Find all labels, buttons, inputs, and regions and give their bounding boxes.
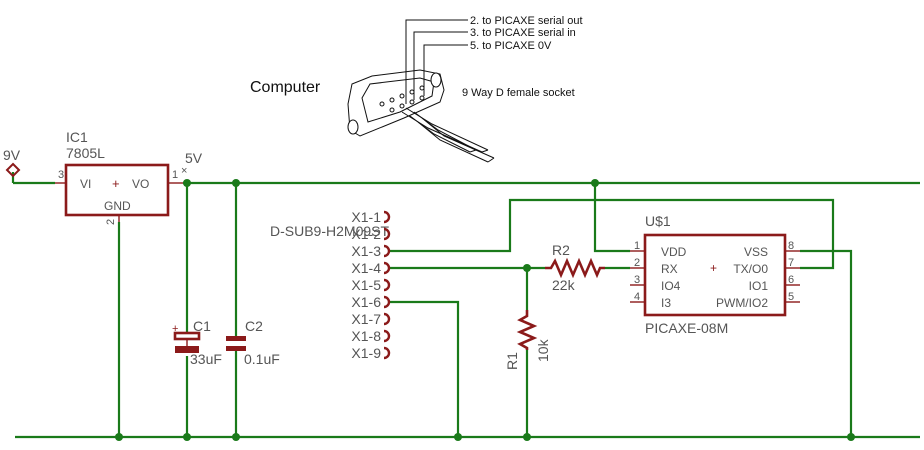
u1-right-pin-name: VSS [744,245,768,259]
supply-5v-label: 5V [185,150,203,166]
dsub-pin-contact [383,227,391,241]
dsub-pin-label: X1-3 [351,243,381,259]
c1-ref: C1 [193,318,211,334]
dsub-pin-contact [383,278,391,292]
ic1-pin-vi: VI [80,177,91,191]
dsub-pin-contact [383,261,391,275]
u1-left-pin-name: RX [661,262,678,276]
computer-label: Computer [250,79,321,96]
u1-right-pin-name: PWM/IO2 [716,296,768,310]
u1-left-pin-number: 1 [634,240,640,252]
ic1-ref: IC1 [66,129,88,145]
r2-value: 22k [552,277,576,293]
callout-serial-in: 3. to PICAXE serial in [470,27,576,39]
c1-plus: + [172,323,178,335]
r1-value: 10k [535,338,551,362]
dsub-pin-contact [383,346,391,360]
dsub-part-label: D-SUB9-H2M09ST [270,223,389,239]
dsub-pin-label: X1-6 [351,294,381,310]
dsub-pin-label: X1-5 [351,277,381,293]
socket-label: 9 Way D female socket [462,87,575,99]
u1-right-pin-number: 8 [788,240,794,252]
u1-left-pin-name: I3 [661,296,671,310]
u1-left-pin-number: 3 [634,274,640,286]
ic1-pin-vo: VO [132,177,149,191]
supply-terminal: 9V 5V × [3,147,203,178]
terminal-symbol [5,162,21,178]
dsub-pin-label: X1-8 [351,328,381,344]
u1-right-pin-name: IO1 [749,279,769,293]
dsub-connector: D-SUB9-H2M09ST X1-1X1-2X1-3X1-4X1-5X1-6X… [270,209,391,361]
junction-dots [115,179,855,441]
dsub-pin-contact [383,295,391,309]
c1-value: 33uF [190,351,222,367]
c2-ref: C2 [245,318,263,334]
ic1-pin-1: 1 [172,169,178,181]
r2-ref: R2 [552,242,570,258]
wires [11,172,920,439]
u1-left-pin-name: IO4 [661,279,681,293]
ic1-plus: + [112,176,120,191]
u1-left-pin-name: VDD [661,245,687,259]
u1-ref: U$1 [645,213,671,229]
ic1-value: 7805L [66,145,105,161]
u1-right-pin-number: 5 [788,291,794,303]
u1-left-pin-number: 4 [634,291,640,303]
c2-value: 0.1uF [244,351,280,367]
dsub-pin-contact [383,210,391,224]
ic1-regulator: IC1 7805L VI VO GND + 3 1 2 [55,129,183,225]
dsub-pin-contact [383,312,391,326]
dsub-pin-contact [383,244,391,258]
c2-capacitor: C2 0.1uF [226,318,280,367]
dsub-pin-contact [383,329,391,343]
callout-0v: 5. to PICAXE 0V [470,40,552,52]
u1-part: PICAXE-08M [645,320,728,336]
callout-serial-out: 2. to PICAXE serial out [470,15,583,27]
u1-picaxe: U$1 PICAXE-08M + 1 VDD 2 RX 3 IO4 4 I3 8 VSS 7 TX/O… [630,213,800,336]
d-socket-illustration: Computer 2. to PICAXE serial out 3. to P… [250,15,583,163]
dsub-pin-label: X1-2 [351,226,381,242]
r2-resistor: R2 22k [545,242,605,293]
dsub-pin-label: X1-1 [351,209,381,225]
c1-capacitor: + C1 33uF [172,318,222,367]
dsub-pin-label: X1-9 [351,345,381,361]
ic1-pin-gnd: GND [104,199,131,213]
r1-resistor: R1 10k [504,310,551,370]
ic1-pin-3: 3 [58,169,64,181]
ic1-pin-2: 2 [105,219,117,225]
u1-right-pin-name: TX/O0 [733,262,768,276]
u1-left-pin-number: 2 [634,257,640,269]
u1-right-pin-number: 6 [788,274,794,286]
svg-text:×: × [181,165,187,177]
dsub-pin-label: X1-7 [351,311,381,327]
r1-ref: R1 [504,352,520,370]
dsub-pin-label: X1-4 [351,260,381,276]
supply-9v-label: 9V [3,147,21,163]
u1-right-pin-number: 7 [788,257,794,269]
u1-plus: + [710,261,717,275]
